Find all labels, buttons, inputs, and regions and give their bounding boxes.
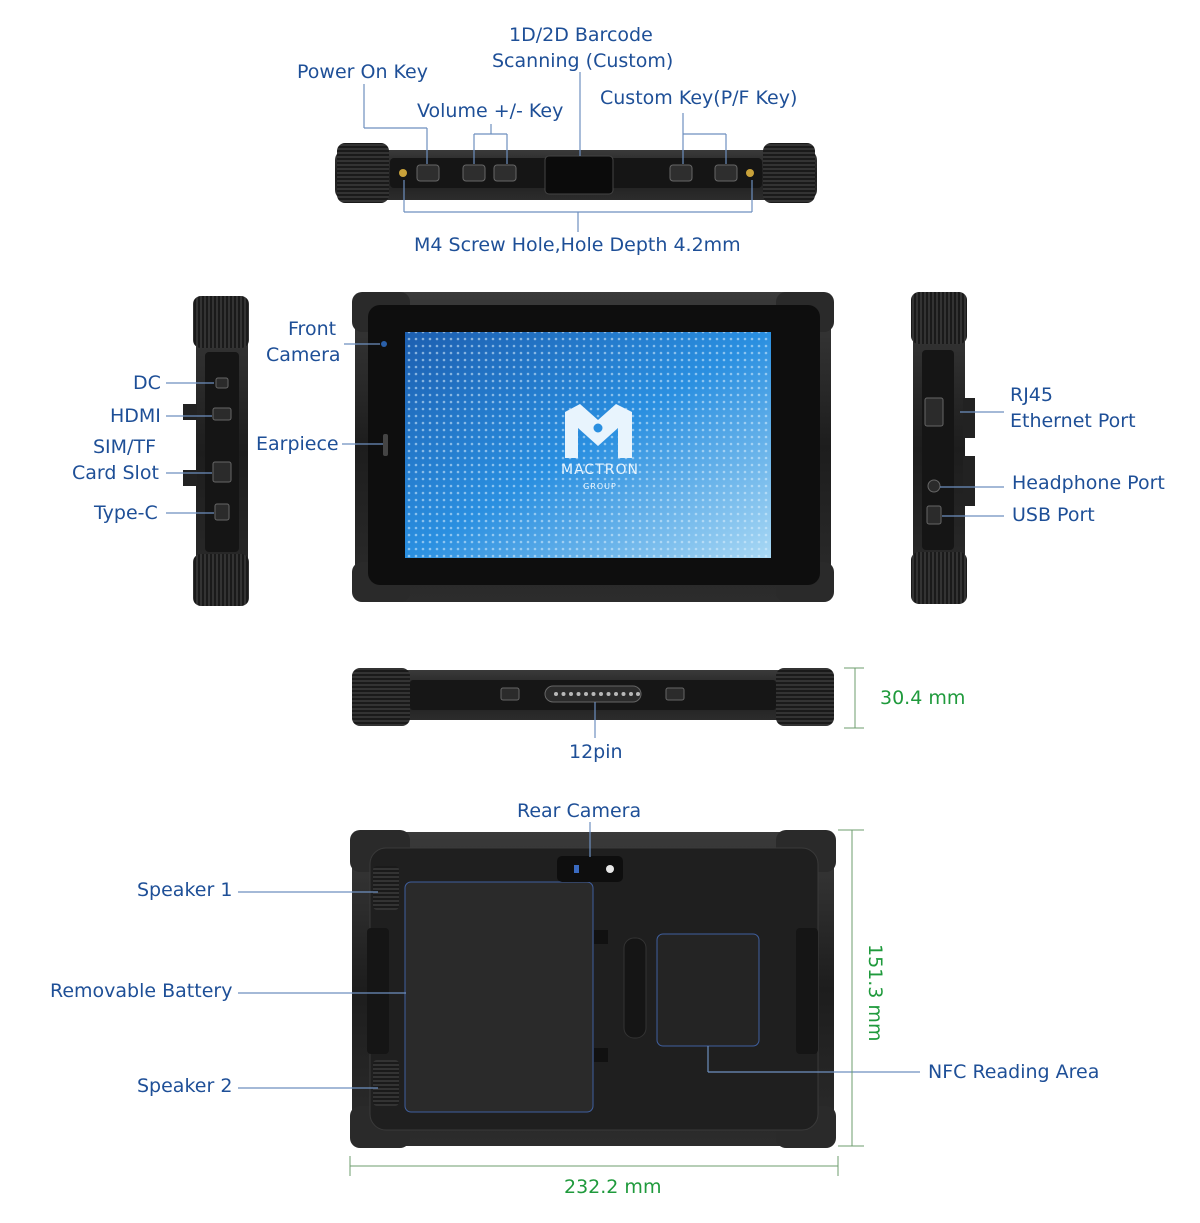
label-rj45-line2: Ethernet Port [1010,410,1136,432]
front-camera-lens [381,341,387,347]
left-leaders [166,382,214,514]
label-12pin: 12pin [569,741,623,763]
label-sim-tf-line2: Card Slot [72,462,159,484]
screen-brand: MACTRON [561,462,639,478]
front-view [352,292,834,602]
f-key [714,164,738,182]
label-hdmi: HDMI [110,405,161,427]
hdmi-port [212,407,232,421]
label-sim-tf-line1: SIM/TF [93,436,156,458]
right-leaders [940,411,1004,517]
volume-down-key [493,164,517,182]
type-c-port [214,503,230,521]
dimension-width: 232.2 mm [564,1176,662,1198]
battery-cover [404,881,594,1113]
label-volume-key: Volume +/- Key [417,100,564,122]
bottom-leaders [594,667,864,738]
right-side-view [911,292,975,604]
dc-port [215,377,229,389]
volume-up-key [462,164,486,182]
label-rear-camera: Rear Camera [517,800,642,822]
label-barcode-line1: 1D/2D Barcode [509,24,653,46]
back-view [350,830,836,1148]
rear-camera-module [557,856,623,882]
left-side-view [183,296,249,606]
label-headphone-port: Headphone Port [1012,472,1165,494]
dimension-thickness: 30.4 mm [880,687,966,709]
label-usb-port: USB Port [1012,504,1095,526]
bottom-view [352,668,834,726]
label-front-camera-line1: Front [288,318,337,340]
dimension-height: 151.3 mm [864,944,886,1042]
rj45-port [924,397,944,427]
label-power-on-key: Power On Key [297,61,428,83]
label-nfc-area: NFC Reading Area [928,1061,1100,1083]
power-key [416,164,440,182]
label-speaker2: Speaker 2 [137,1075,233,1097]
back-leaders [238,822,920,1176]
screw-hole-right [746,169,754,177]
screw-hole-left [399,169,407,177]
label-earpiece: Earpiece [256,433,339,455]
mactron-logo [565,404,632,458]
front-leaders [342,343,383,445]
label-barcode-line2: Scanning (Custom) [492,50,674,72]
label-front-camera-line2: Camera [266,344,341,366]
p-key [669,164,693,182]
usb-port [926,505,942,525]
label-speaker1: Speaker 1 [137,879,233,901]
label-screw-hole: M4 Screw Hole,Hole Depth 4.2mm [414,234,741,256]
label-removable-battery: Removable Battery [50,980,233,1002]
sim-slot [212,461,232,483]
headphone-jack [927,479,941,493]
label-rj45-line1: RJ45 [1010,384,1053,406]
earpiece-slot [383,434,388,456]
top-leaders [363,72,753,232]
top-view [335,143,817,203]
barcode-window [544,155,614,195]
label-type-c: Type-C [94,502,158,524]
screen-brand-sub: GROUP [583,482,617,491]
nfc-zone [656,933,760,1047]
label-custom-key: Custom Key(P/F Key) [600,87,798,109]
label-dc: DC [133,372,161,394]
